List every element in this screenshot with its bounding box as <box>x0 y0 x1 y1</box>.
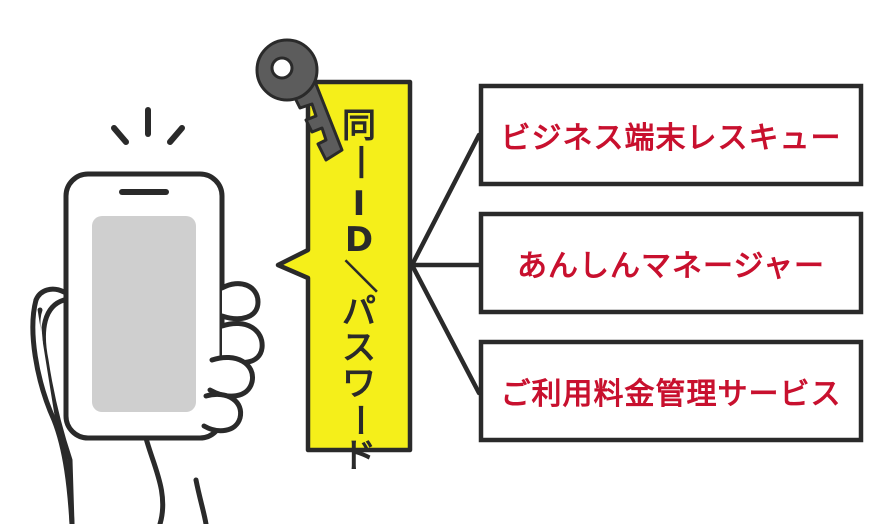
callout-char: ／ <box>339 259 379 293</box>
callout-char: パ <box>342 292 376 332</box>
callout-char: ワ <box>342 364 376 404</box>
callout-label: 同 一 I D ／ パ ス ワ ー ド <box>320 108 398 474</box>
connector-line-top <box>409 132 482 268</box>
callout-char: 同 <box>342 106 376 146</box>
service-box-frame-2 <box>478 211 864 315</box>
callout-char: I <box>352 184 366 224</box>
callout-char: ー <box>339 403 379 437</box>
callout-char: D <box>344 220 374 260</box>
notification-lines-icon <box>111 107 185 145</box>
hand-fingers <box>30 281 265 524</box>
service-label-anshin-manager: あんしんマネージャー <box>517 249 825 284</box>
service-label-billing-management: ご利用料金管理サービス <box>500 377 842 412</box>
connector-line-bottom <box>409 262 482 396</box>
connector-lines <box>409 132 482 396</box>
key-icon <box>255 38 344 162</box>
service-box-frame-3 <box>478 339 864 443</box>
callout-char: ス <box>342 328 376 368</box>
callout-char: 一 <box>339 145 379 179</box>
callout-bubble <box>275 79 413 453</box>
callout-char: ド <box>342 436 376 476</box>
phone-screen <box>92 216 196 412</box>
service-label-business-rescue: ビジネス端末レスキュー <box>500 121 842 156</box>
service-box-frame-1 <box>478 83 864 187</box>
service-boxes <box>478 83 864 443</box>
phone-icon <box>63 171 225 441</box>
